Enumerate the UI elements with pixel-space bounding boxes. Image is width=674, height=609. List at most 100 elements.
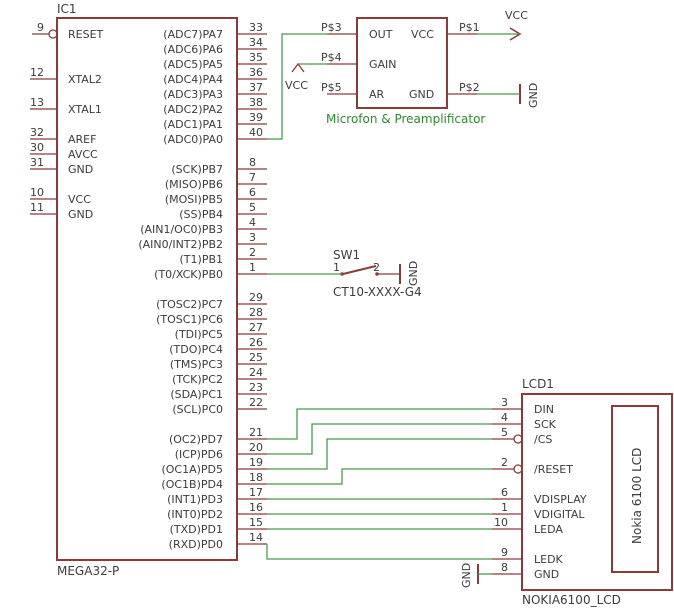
ic1-pin-label: (ADC1)PA1 [163,118,223,131]
ic1-pin-number: 3 [249,231,256,244]
ic1-pin-label: (INT1)PD3 [167,493,223,506]
ic1-pin-label: (TOSC1)PC6 [156,313,223,326]
ic1-pin-number: 11 [30,201,44,214]
ic1-pin-number: 8 [249,156,256,169]
ic1-pin-number: 1 [249,261,256,274]
ic1-pin-number: 20 [249,441,263,454]
net-pd6-sck [267,423,492,455]
ic1-pin-label: (SDA)PC1 [170,388,223,401]
net-pd4-reset [267,468,492,485]
lcd1-value: NOKIA6100_LCD [522,593,621,607]
lcd-pin-label: LEDA [534,523,563,536]
ic1-pin-label: RESET [68,28,104,41]
lcd-pin-number: 5 [501,426,508,439]
net-pd0-ledk [266,544,492,560]
mic-preamp-body [356,17,448,109]
ic1-pin-number: 16 [249,501,263,514]
ic1-pin-label: (RXD)PD0 [169,538,223,551]
ic1-pin-number: 14 [249,531,263,544]
ic1-pin-label: XTAL1 [68,103,102,116]
ic1-pin-number: 18 [249,471,263,484]
ic1-pin-number: 24 [249,366,263,379]
ic1-pin-label: (TDO)PC4 [169,343,223,356]
ic1-pin-label: (TDI)PC5 [175,328,223,341]
ic1-pin-number: 21 [249,426,263,439]
ic1-pin-label: VCC [68,193,91,206]
mic-pad-label: P$5 [321,81,342,94]
ic1-pin-number: 39 [249,111,263,124]
ic1-pin-number: 12 [30,66,44,79]
ic1-pin-label: GND [68,208,93,221]
gnd-symbol-lcd: GND [460,563,479,588]
lcd1-symbol: Nokia 6100 LCD LCD1 NOKIA6100_LCD 3 4 5 … [492,377,673,607]
lcd1-screen [611,405,659,573]
ic1-pin-number: 40 [249,126,263,139]
ic1-pin-number: 31 [30,156,44,169]
ic1-pin-label: (MOSI)PB5 [165,193,223,206]
mic-pin-label: AR [369,88,385,101]
lcd-pin-number: 1 [501,501,508,514]
ic1-pin-number: 27 [249,321,263,334]
lcd-pin-label: LEDK [534,553,564,566]
vcc-symbol-right: VCC [505,9,528,41]
mic-preamp-symbol: OUT GAIN AR VCC GND P$3 P$4 P$5 P$1 P$2 … [321,17,485,126]
lcd-pin-number: 4 [501,411,508,424]
lcd1-screen-label: Nokia 6100 LCD [630,448,644,544]
ic1-pin-number: 19 [249,456,263,469]
ic1-pin-number: 22 [249,396,263,409]
ic1-reset-bubble [48,29,58,39]
lcd-pin-number: 10 [494,516,508,529]
ic1-pin-number: 35 [249,51,263,64]
ic1-pin-label: (ADC2)PA2 [163,103,223,116]
ic1-pin-label: (OC2)PD7 [169,433,223,446]
gnd-label: GND [407,261,420,286]
ic1-body [56,17,238,561]
ic1-pin-label: (T0/XCK)PB0 [154,268,223,281]
sw1-symbol: SW1 1 2 CT10-XXXX-G4 [333,248,422,299]
ic1-pin-label: (ADC5)PA5 [163,58,223,71]
ic1-pin-number: 34 [249,36,263,49]
ic1-pin-number: 37 [249,81,263,94]
lcd-cs-bubble [513,434,523,444]
vcc-symbol-left: VCC [285,62,308,92]
mic-pad-label: P$2 [459,81,480,94]
ic1-pin-number: 32 [30,126,44,139]
lcd-pin-number: 3 [501,396,508,409]
vcc-label: VCC [285,79,308,92]
ic1-pin-number: 2 [249,246,256,259]
ic1-pin-label: (SS)PB4 [179,208,223,221]
ic1-pin-number: 38 [249,96,263,109]
ic1-pin-label: (ADC6)PA6 [163,43,223,56]
ic1-pin-label: (SCL)PC0 [172,403,223,416]
ic1-pin-number: 17 [249,486,263,499]
mic-pin-label: GND [409,88,434,101]
ic1-pin-number: 29 [249,291,263,304]
lcd-pin-label: VDIGITAL [534,508,585,521]
ic1-name: IC1 [57,2,77,16]
ic1-pin-label: (T1)PB1 [180,253,223,266]
ic1-pin-number: 25 [249,351,263,364]
ic1-pin-number: 36 [249,66,263,79]
gnd-symbol-mic: GND [519,83,540,108]
lcd-pin-label: DIN [534,403,554,416]
lcd-pin-label: VDISPLAY [534,493,587,506]
ic1-value: MEGA32-P [57,564,119,578]
mic-pin-label: VCC [411,28,434,41]
ic1-pin-number: 26 [249,336,263,349]
net-pd5-cs [267,438,492,470]
lcd-reset-bubble [513,464,523,474]
ic1-pin-label: (ICP)PD6 [175,448,223,461]
lcd-pin-number: 8 [501,561,508,574]
ic1-pin-label: (TOSC2)PC7 [156,298,223,311]
mic-preamp-caption: Microfon & Preamplificator [326,112,485,126]
lcd-pin-number: 6 [501,486,508,499]
ic1-pin-number: 23 [249,381,263,394]
ic1-pin-number: 4 [249,216,256,229]
sw1-pin2: 2 [373,261,380,274]
ic1-pin-label: (OC1B)PD4 [161,478,223,491]
ic1-pin-number: 15 [249,516,263,529]
lcd-pin-label: SCK [534,418,557,431]
ic1-pin-label: XTAL2 [68,73,102,86]
ic1-pin-label: (INT0)PD2 [167,508,223,521]
sw1-value: CT10-XXXX-G4 [333,285,422,299]
